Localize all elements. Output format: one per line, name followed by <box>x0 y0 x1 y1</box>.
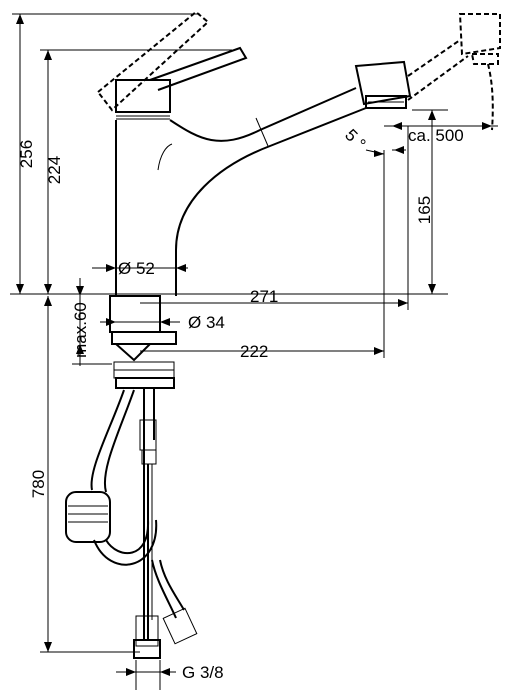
dim-780: 780 <box>29 296 140 653</box>
dim-dia52-label: Ø 52 <box>118 259 155 278</box>
dim-angle5-label: 5 ° <box>341 125 369 153</box>
pulled-out-spray-head <box>407 13 501 131</box>
dim-ca500-label: ca. 500 <box>408 126 464 145</box>
dim-dia52: Ø 52 <box>92 259 188 278</box>
dim-angle5: 5 ° <box>341 125 406 157</box>
lever-alternate-position <box>96 10 210 112</box>
dim-g38-label: G 3/8 <box>182 663 224 682</box>
faucet-body <box>115 46 412 296</box>
supply-hoses <box>65 388 198 659</box>
dim-256: 256 <box>12 13 200 294</box>
base-fitting <box>109 295 177 389</box>
dim-224-label: 224 <box>45 156 64 184</box>
dim-dia34-label: Ø 34 <box>188 313 225 332</box>
dim-271: 271 <box>140 126 409 310</box>
dim-271-label: 271 <box>250 287 278 306</box>
dim-max60: max.60 <box>71 278 112 366</box>
dim-222-label: 222 <box>240 342 268 361</box>
dim-165: 165 <box>412 109 448 294</box>
dim-max60-label: max.60 <box>71 302 90 358</box>
dim-222: 222 <box>140 150 385 361</box>
dim-dia34: Ø 34 <box>100 313 225 332</box>
dim-165-label: 165 <box>415 196 434 224</box>
dim-ca500: ca. 500 <box>384 122 498 145</box>
dim-780-label: 780 <box>29 470 48 498</box>
dim-224: 224 <box>40 49 232 294</box>
dim-256-label: 256 <box>17 140 36 168</box>
dim-g38: G 3/8 <box>116 660 224 690</box>
